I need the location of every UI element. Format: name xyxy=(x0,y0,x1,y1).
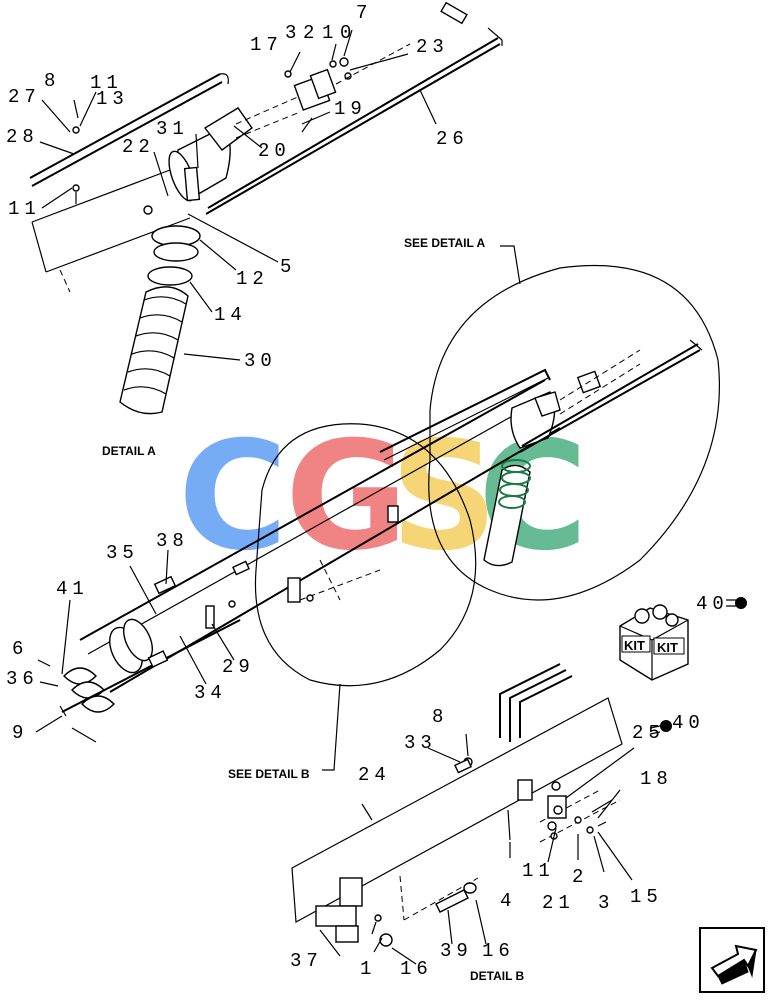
callout-11: 11 xyxy=(90,72,123,94)
callout-39: 39 xyxy=(440,940,473,962)
callout-41: 41 xyxy=(56,578,89,600)
hose-ribs xyxy=(123,296,187,395)
callout-19: 19 xyxy=(334,98,367,120)
kit-label-left: KIT xyxy=(624,638,645,653)
callout-24: 24 xyxy=(358,764,391,786)
callout-26: 26 xyxy=(436,128,469,150)
callout-16a: 16 xyxy=(400,958,433,980)
callout-30: 30 xyxy=(244,350,277,372)
callout-11c: 11 xyxy=(522,860,555,882)
callout-8b: 8 xyxy=(432,706,448,728)
caption-detail-a: DETAIL A xyxy=(102,444,156,458)
callout-1b: 1 xyxy=(360,958,376,980)
callout-12: 12 xyxy=(236,268,269,290)
watermark-letter-c1: C xyxy=(178,410,288,584)
callout-0: 0 xyxy=(340,22,356,44)
callout-33: 33 xyxy=(404,732,437,754)
main-leaders xyxy=(35,549,235,733)
callout-11b: 11 xyxy=(8,198,41,220)
detail-b-callouts: 8 33 25 40 24 18 11 2 4 21 3 15 37 1 16 … xyxy=(290,706,705,980)
callout-1: 1 xyxy=(322,22,338,44)
detail-a-drawing xyxy=(29,1,503,415)
callout-7: 7 xyxy=(356,2,372,24)
callout-25: 25 xyxy=(632,722,665,744)
callout-36: 36 xyxy=(6,668,39,690)
callout-34: 34 xyxy=(194,682,227,704)
kit-box: KIT KIT 40 xyxy=(619,593,747,681)
callout-38: 38 xyxy=(156,530,189,552)
next-page-arrow-icon[interactable] xyxy=(699,927,765,993)
callout-35: 35 xyxy=(106,542,139,564)
callout-kit-40: 40 xyxy=(696,593,729,615)
detail-a-leaders xyxy=(39,29,437,361)
callout-9: 9 xyxy=(12,722,28,744)
caption-see-detail-b: SEE DETAIL B xyxy=(228,767,310,781)
callout-31: 31 xyxy=(156,118,189,140)
main-callouts: 35 38 41 6 36 29 34 9 xyxy=(6,530,255,744)
kit-label-right: KIT xyxy=(657,640,678,655)
detail-b-leaders xyxy=(319,733,635,965)
callout-15: 15 xyxy=(630,886,663,908)
callout-27: 27 xyxy=(8,86,41,108)
see-detail-b-outline xyxy=(254,423,477,687)
callout-3: 3 xyxy=(285,22,301,44)
watermark-letter-g: G xyxy=(285,410,408,584)
callout-17: 17 xyxy=(250,34,283,56)
callout-13: 13 xyxy=(96,88,129,110)
caption-detail-b: DETAIL B xyxy=(470,969,525,983)
callout-14: 14 xyxy=(214,304,247,326)
callout-20: 20 xyxy=(258,140,291,162)
callout-2b: 2 xyxy=(572,866,588,888)
callout-2: 2 xyxy=(303,22,319,44)
callout-5: 5 xyxy=(280,256,296,278)
callout-16b: 16 xyxy=(482,940,515,962)
callout-40b: 40 xyxy=(672,712,705,734)
callout-3b: 3 xyxy=(598,892,614,914)
callout-6: 6 xyxy=(12,638,28,660)
detail-b-drawing xyxy=(291,663,672,947)
callout-28: 28 xyxy=(6,126,39,148)
callout-8: 8 xyxy=(44,70,60,92)
callout-23: 23 xyxy=(416,36,449,58)
callout-18: 18 xyxy=(640,768,673,790)
callout-37: 37 xyxy=(290,950,323,972)
see-detail-a-outline xyxy=(428,264,721,601)
callout-4: 4 xyxy=(500,890,516,912)
main-auger-drawing xyxy=(59,339,703,743)
caption-see-detail-a: SEE DETAIL A xyxy=(404,236,485,250)
callout-22: 22 xyxy=(122,136,155,158)
detail-a-callouts: 7 17 3 2 1 0 23 8 11 27 13 28 22 31 19 2… xyxy=(6,2,469,372)
callout-29: 29 xyxy=(222,656,255,678)
callout-21: 21 xyxy=(542,892,575,914)
